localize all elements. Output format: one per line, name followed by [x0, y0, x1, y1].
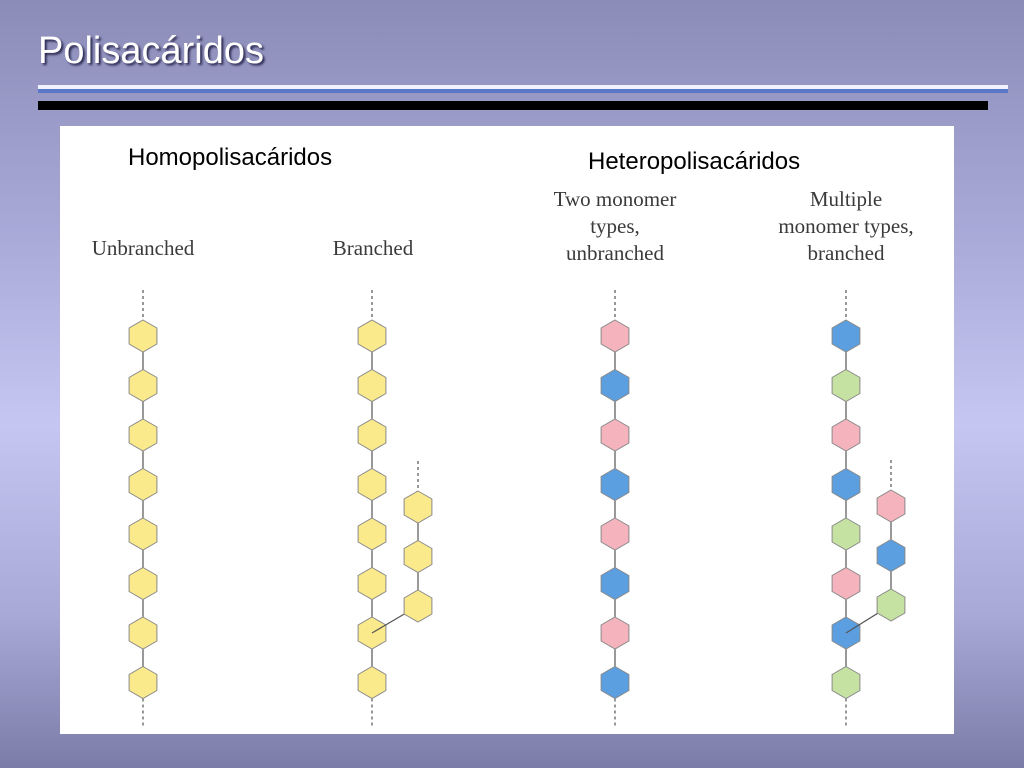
diagram-panel: Homopolisacáridos Heteropolisacáridos Un… — [60, 126, 954, 734]
monomer-yellow-hexagon — [128, 665, 158, 700]
monomer-pink-hexagon — [600, 616, 630, 650]
monomer-pink-hexagon — [600, 517, 630, 551]
monomer-yellow-hexagon — [403, 589, 433, 623]
monomer-green-hexagon — [831, 517, 861, 551]
monomer-blue-hexagon — [600, 665, 630, 700]
monomer-pink-hexagon — [600, 319, 630, 353]
unbranched-label: Unbranched — [91, 236, 195, 260]
monomer-yellow-hexagon — [403, 490, 433, 524]
monomer-yellow-hexagon — [128, 368, 158, 403]
monomer-green-hexagon — [831, 368, 861, 403]
monomer-yellow-hexagon — [357, 418, 387, 452]
monomer-pink-hexagon — [876, 489, 906, 523]
monomer-yellow-hexagon — [128, 616, 158, 650]
monomer-yellow-hexagon — [357, 566, 387, 601]
monomer-pink-hexagon — [600, 418, 630, 452]
monomer-green-hexagon — [876, 588, 906, 622]
monomer-yellow-hexagon — [357, 665, 387, 700]
branched-label: Branched — [332, 236, 414, 260]
heteropolysaccharides-heading: Heteropolisacáridos — [588, 148, 801, 175]
monomer-yellow-hexagon — [357, 467, 387, 502]
monomer-blue-hexagon — [876, 538, 906, 573]
monomer-yellow-hexagon — [128, 319, 158, 353]
monomer-yellow-hexagon — [357, 517, 387, 551]
monomer-pink-hexagon — [831, 418, 861, 452]
monomer-yellow-hexagon — [128, 517, 158, 551]
monomer-green-hexagon — [831, 665, 861, 700]
polysaccharide-diagram — [128, 290, 906, 727]
monomer-yellow-hexagon — [403, 539, 433, 574]
monomer-blue-hexagon — [831, 467, 861, 502]
title-underline-light — [38, 85, 1008, 89]
monomer-yellow-hexagon — [128, 566, 158, 601]
title-underline-blue — [38, 89, 1008, 93]
monomer-yellow-hexagon — [128, 418, 158, 452]
monomer-yellow-hexagon — [357, 368, 387, 403]
monomer-pink-hexagon — [831, 566, 861, 601]
title-underline-black — [38, 101, 988, 110]
slide-title: Polisacáridos — [38, 30, 264, 72]
two-monomer-types-label: Two monomer types, unbranched — [553, 187, 677, 265]
monomer-blue-hexagon — [600, 566, 630, 601]
monomer-yellow-hexagon — [128, 467, 158, 502]
multiple-monomer-types-label: Multiple monomer types, branched — [778, 187, 914, 265]
monomer-blue-hexagon — [831, 319, 861, 353]
monomer-blue-hexagon — [600, 368, 630, 403]
homopolysaccharides-heading: Homopolisacáridos — [128, 144, 333, 171]
monomer-blue-hexagon — [600, 467, 630, 502]
monomer-yellow-hexagon — [357, 319, 387, 353]
